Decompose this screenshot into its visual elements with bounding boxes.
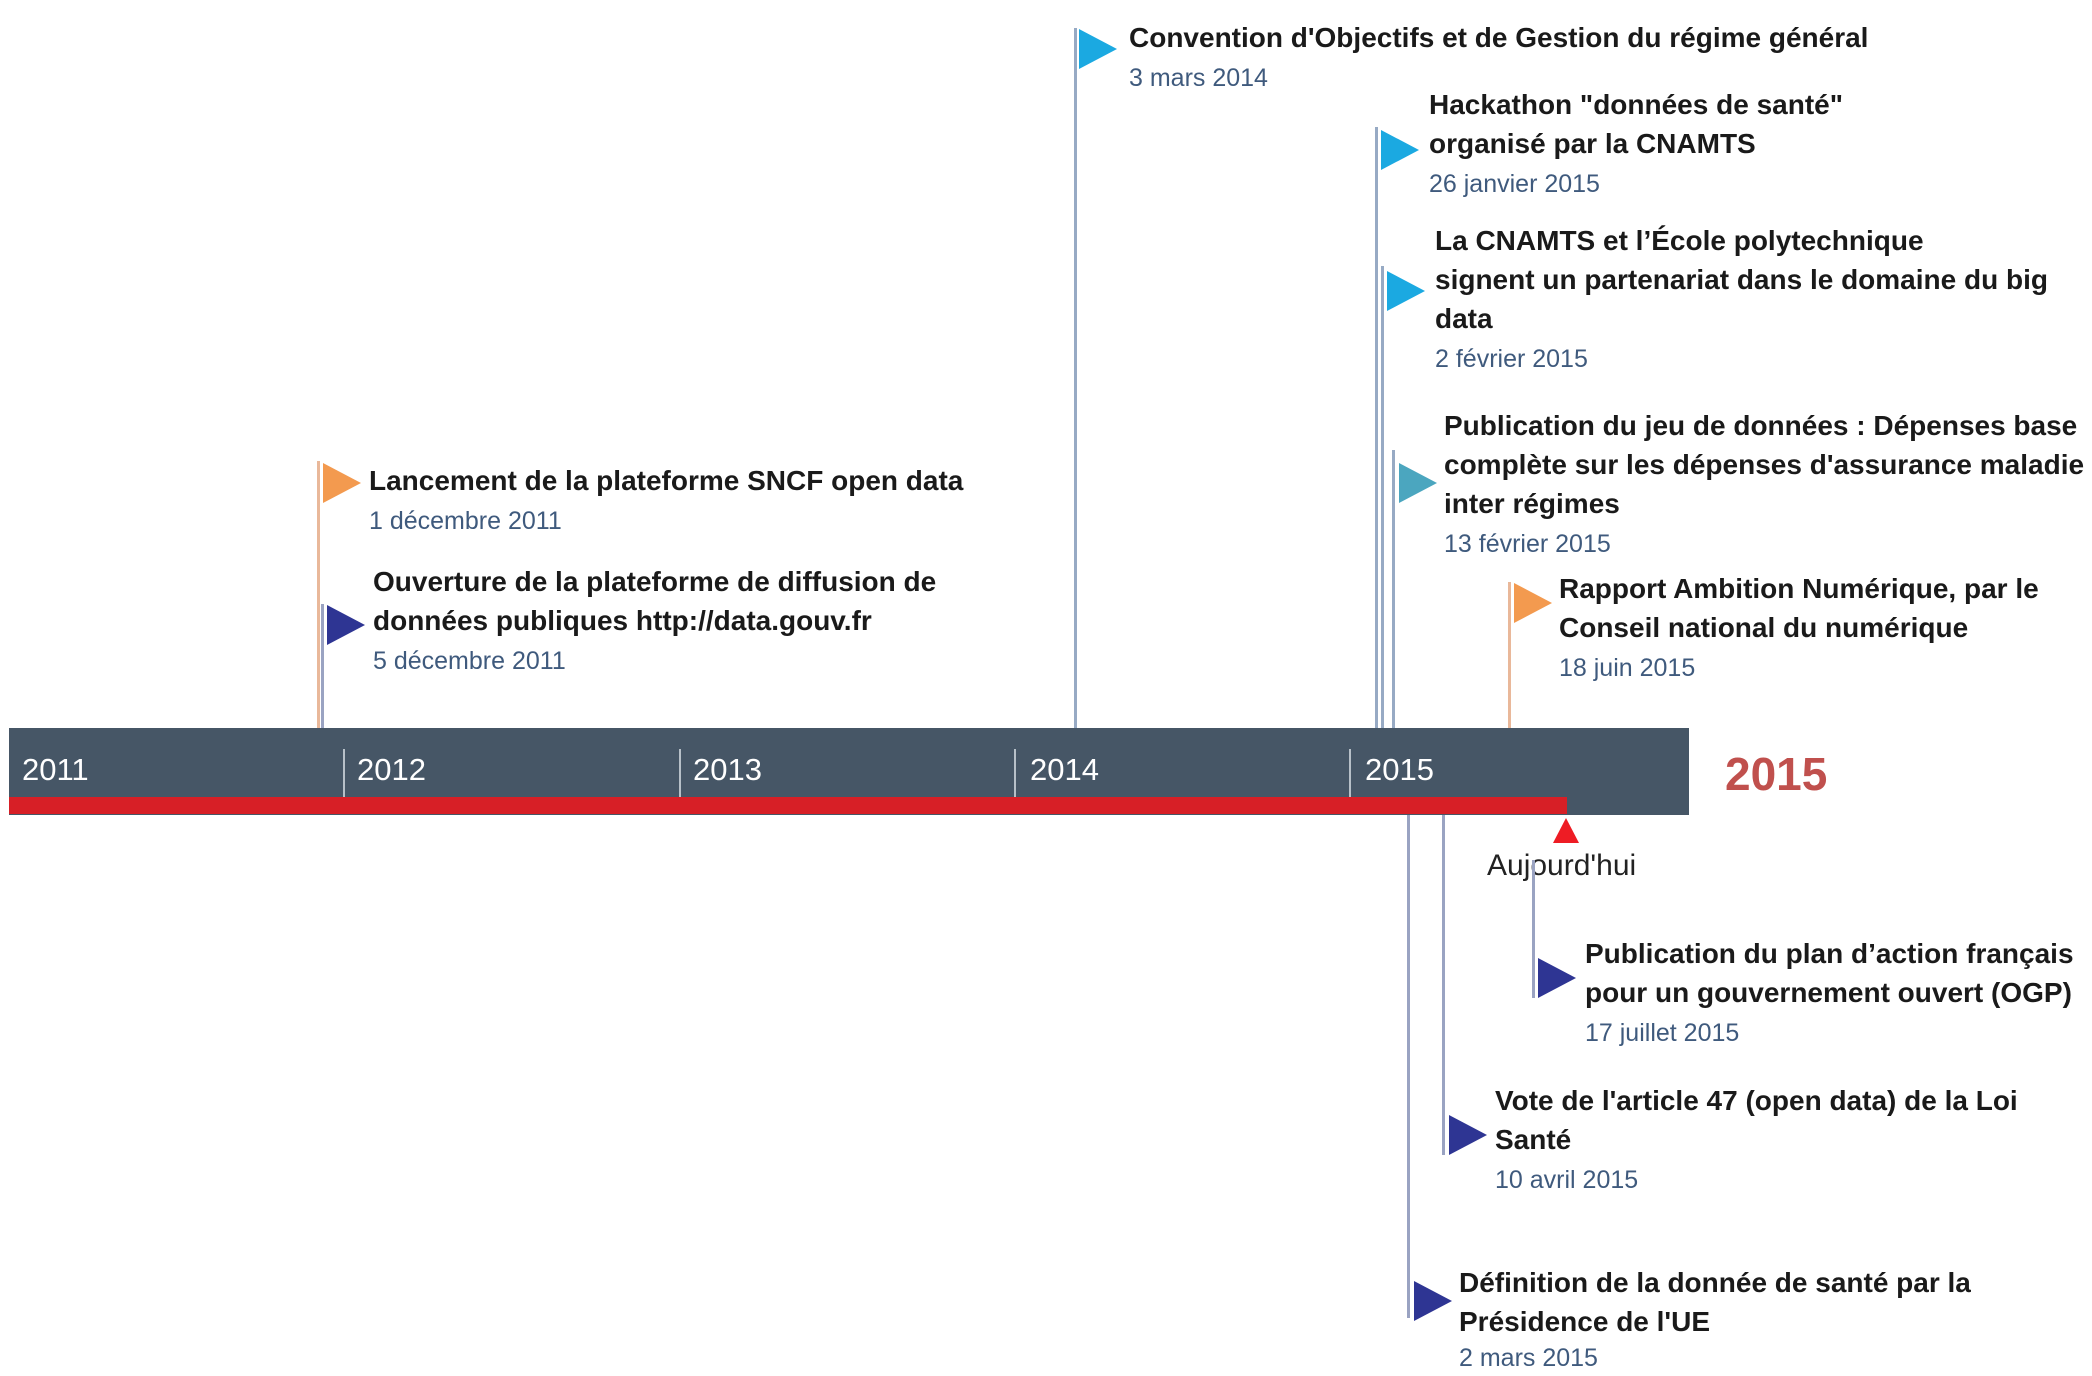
event-ouverture-data-gouv: Ouverture de la plateforme de diffusion … [373, 562, 1023, 678]
flag-shape [323, 463, 361, 503]
event-hackathon: Hackathon "données de santé" organisé pa… [1429, 85, 2069, 201]
flag-icon [1387, 271, 1425, 311]
flag-icon [1414, 1281, 1452, 1321]
flag-icon [327, 605, 365, 645]
event-pole [1375, 127, 1378, 728]
flag-shape [1381, 130, 1419, 170]
flag-shape [1399, 463, 1437, 503]
event-title: Publication du jeu de données : Dépenses… [1444, 410, 2085, 519]
event-plan-action-ogp: Publication du plan d’action français po… [1585, 934, 2085, 1050]
event-definition-donnee-sante: Définition de la donnée de santé par la … [1459, 1263, 2019, 1375]
year-separator [679, 749, 681, 797]
event-pole [1532, 860, 1535, 998]
event-convention-objectifs: Convention d'Objectifs et de Gestion du … [1129, 18, 2069, 95]
elapsed-time-bar [9, 797, 1567, 814]
event-date: 2 mars 2015 [1459, 1344, 1598, 1372]
event-vote-article-47: Vote de l'article 47 (open data) de la L… [1495, 1081, 2055, 1197]
event-pole [1392, 450, 1395, 728]
event-partenariat-polytechnique: La CNAMTS et l’École polytechnique signe… [1435, 221, 2085, 376]
flag-icon [1449, 1115, 1487, 1155]
year-separator [1349, 749, 1351, 797]
event-title: Rapport Ambition Numérique, par le Conse… [1559, 573, 2039, 643]
event-title: Ouverture de la plateforme de diffusion … [373, 566, 937, 636]
event-title: Publication du plan d’action français po… [1585, 938, 2074, 1008]
flag-shape [1079, 29, 1117, 69]
event-date: 5 décembre 2011 [373, 647, 566, 675]
year-label-2014: 2014 [1030, 752, 1099, 787]
year-separator [343, 749, 345, 797]
event-pole [1508, 582, 1511, 728]
flag-shape [1449, 1115, 1487, 1155]
flag-icon [1399, 463, 1437, 503]
event-date: 17 juillet 2015 [1585, 1019, 1740, 1047]
event-pole [1074, 28, 1077, 728]
year-separator [1014, 749, 1016, 797]
event-pole [1381, 266, 1384, 728]
event-title: Définition de la donnée de santé par la … [1459, 1267, 1971, 1337]
flag-shape [1538, 958, 1576, 998]
event-date: 2 février 2015 [1435, 345, 1588, 373]
year-label-2011: 2011 [22, 752, 89, 787]
event-pole [321, 604, 324, 728]
today-label: Aujourd'hui [1487, 849, 1637, 882]
event-lancement-sncf: Lancement de la plateforme SNCF open dat… [369, 461, 1029, 538]
event-date: 3 mars 2014 [1129, 64, 1268, 92]
event-date: 13 février 2015 [1444, 530, 1611, 558]
flag-icon [1514, 583, 1552, 623]
flag-icon [1079, 29, 1117, 69]
flag-shape [327, 605, 365, 645]
flag-shape [1514, 583, 1552, 623]
event-date: 26 janvier 2015 [1429, 170, 1600, 198]
flag-shape [1414, 1281, 1452, 1321]
flag-icon [1381, 130, 1419, 170]
current-year-label: 2015 [1725, 748, 1828, 800]
today-marker-icon [1553, 818, 1579, 843]
flag-icon [323, 463, 361, 503]
event-date: 18 juin 2015 [1559, 654, 1696, 682]
event-pole [1442, 815, 1445, 1155]
event-publication-jeu-donnees: Publication du jeu de données : Dépenses… [1444, 406, 2089, 561]
event-title: Convention d'Objectifs et de Gestion du … [1129, 22, 1869, 53]
year-label-2015: 2015 [1365, 752, 1434, 787]
flag-shape [1387, 271, 1425, 311]
event-pole [1407, 815, 1410, 1318]
event-title: Hackathon "données de santé" organisé pa… [1429, 89, 1843, 159]
year-label-2012: 2012 [357, 752, 426, 787]
event-title: La CNAMTS et l’École polytechnique signe… [1435, 225, 2048, 334]
event-title: Lancement de la plateforme SNCF open dat… [369, 465, 964, 496]
flag-icon [1538, 958, 1576, 998]
event-rapport-ambition-numerique: Rapport Ambition Numérique, par le Conse… [1559, 569, 2079, 685]
event-title: Vote de l'article 47 (open data) de la L… [1495, 1085, 2018, 1155]
event-pole [317, 461, 320, 728]
event-date: 10 avril 2015 [1495, 1166, 1639, 1194]
year-label-2013: 2013 [693, 752, 762, 787]
event-date: 1 décembre 2011 [369, 507, 562, 535]
